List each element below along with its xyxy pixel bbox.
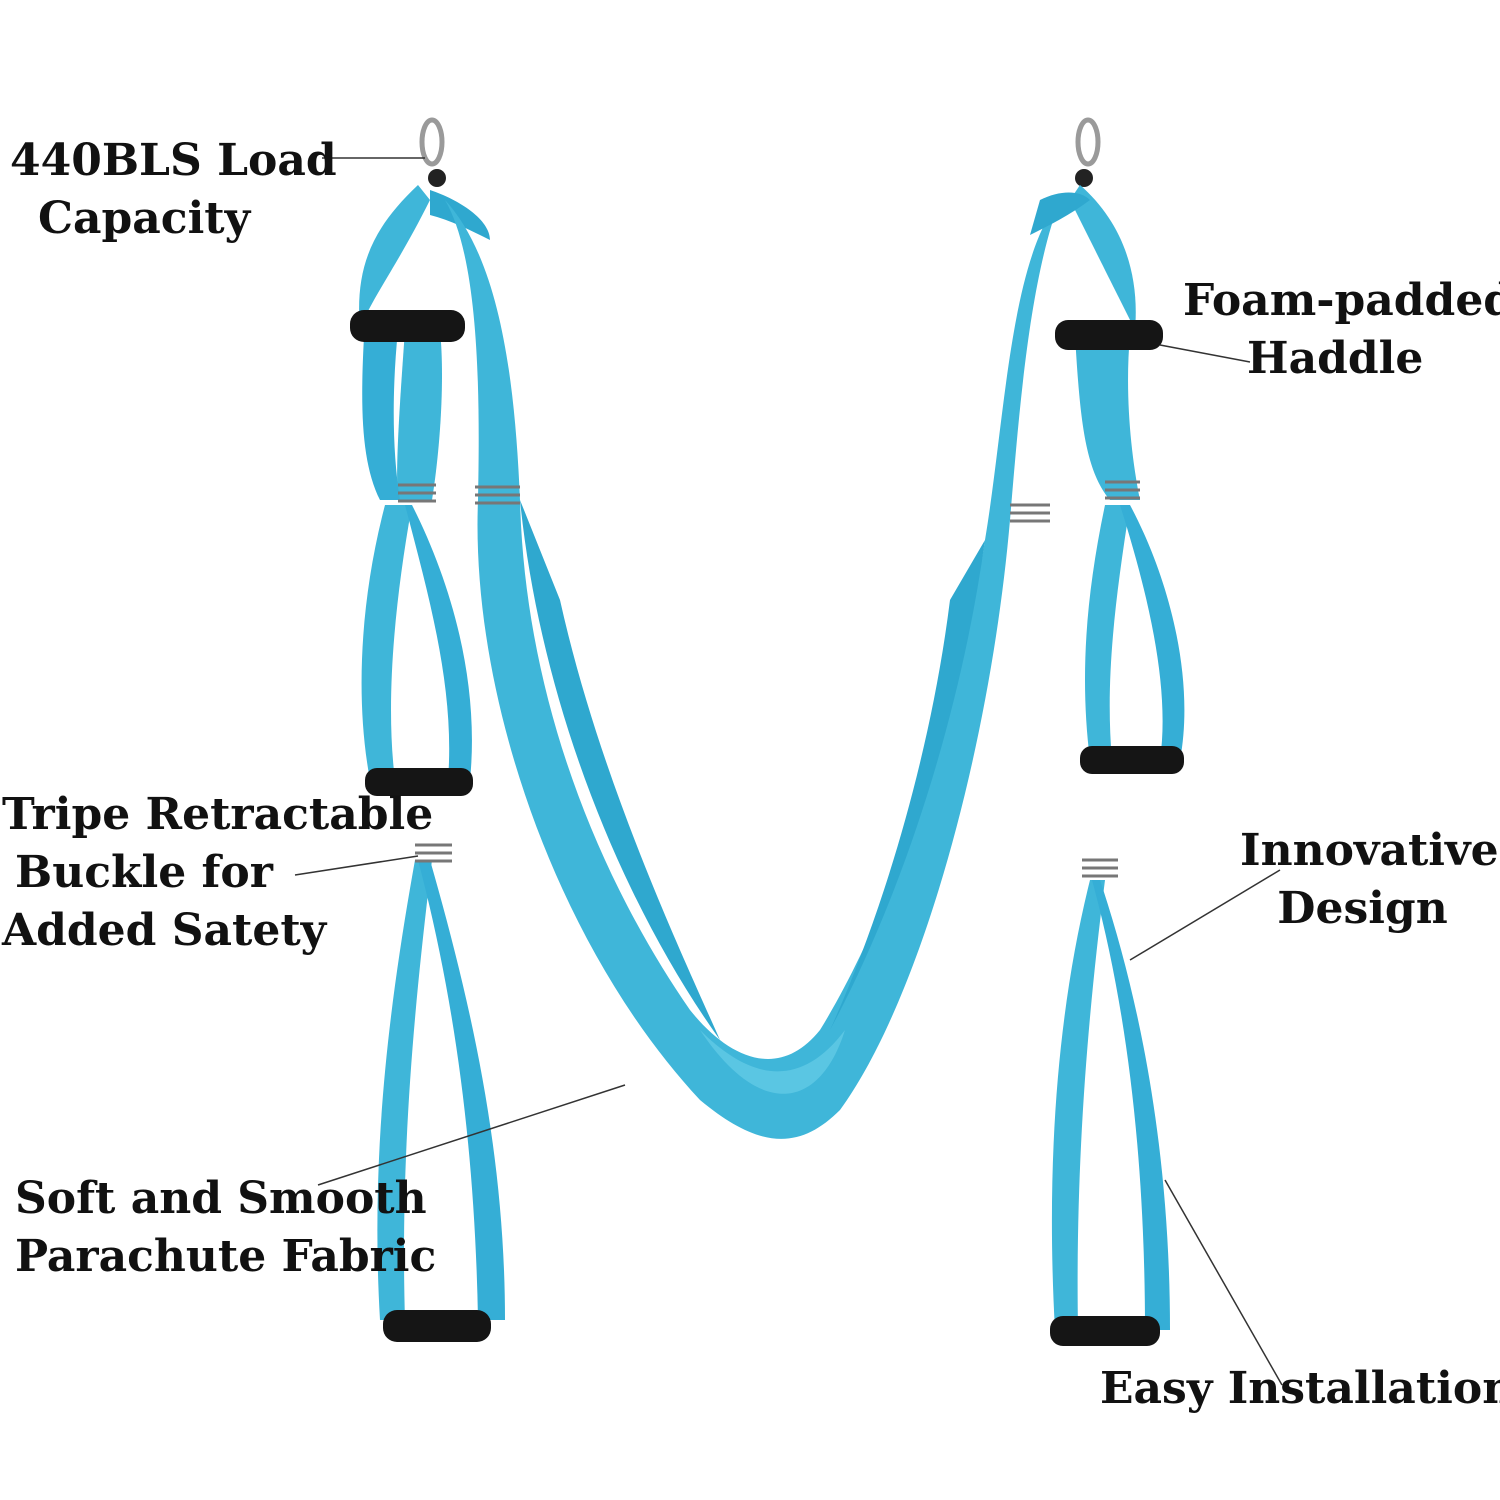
callout-text: Easy Installation: [1100, 1363, 1500, 1414]
buckle-ring-icon: [398, 480, 1140, 878]
callout-text: 440BLS Load: [10, 135, 337, 186]
callout-text: Capacity: [38, 193, 251, 244]
carabiner-icon: [419, 117, 446, 187]
callout-text: Foam-padded: [1183, 275, 1500, 326]
callout-text: Tripe Retractable: [2, 789, 434, 840]
callout-fabric: Soft and Smooth Parachute Fabric: [15, 1170, 436, 1286]
right-upper-strap: [1030, 185, 1185, 1330]
hammock-seat-fabric: [445, 200, 1060, 1139]
callout-design: Innovative Design: [1240, 822, 1499, 938]
callout-text: Design: [1277, 883, 1448, 934]
callout-text: Innovative: [1240, 825, 1499, 876]
callout-text: Soft and Smooth: [15, 1173, 427, 1224]
callout-installation: Easy Installation: [1100, 1360, 1500, 1418]
callout-load-capacity: 440BLS Load Capacity: [10, 132, 337, 248]
foam-handle-icon: [350, 310, 1184, 1346]
callout-text: Parachute Fabric: [15, 1231, 437, 1282]
left-upper-strap: [359, 185, 505, 1320]
callout-foam-handle: Foam-padded Haddle: [1183, 272, 1500, 388]
callout-leader-lines: [294, 157, 1283, 1386]
callout-text: Haddle: [1247, 333, 1424, 384]
carabiner-icon: [1075, 117, 1101, 187]
callout-text: Added Satety: [2, 905, 327, 956]
callout-text: Buckle for: [15, 847, 273, 898]
callout-buckle: Tripe Retractable Buckle for Added Satet…: [2, 786, 434, 960]
